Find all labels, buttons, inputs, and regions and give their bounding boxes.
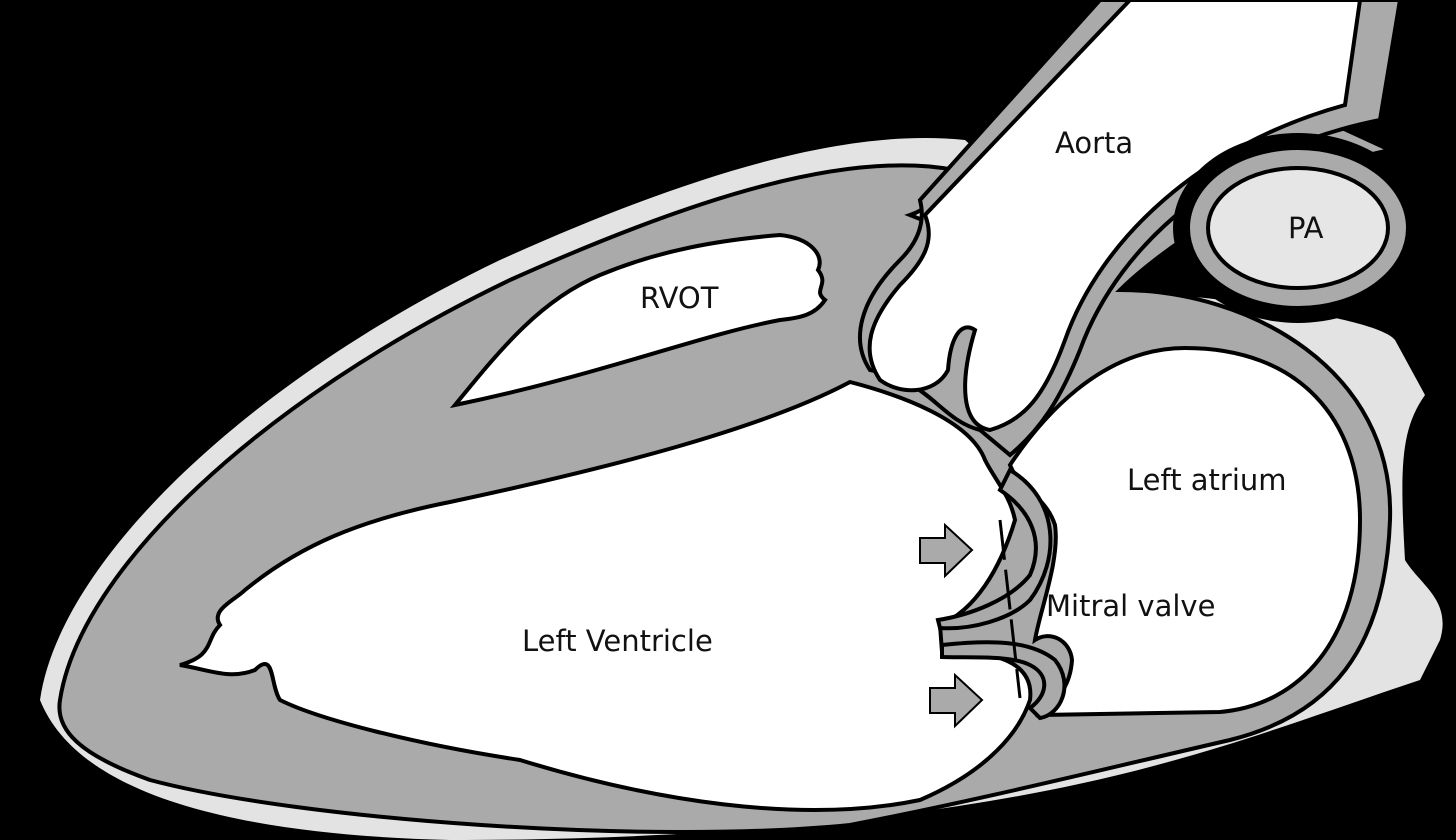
label-left-atrium: Left atrium [1127,463,1287,497]
label-left-ventricle: Left Ventricle [522,624,713,658]
mitral-annulus-dashed-line [998,519,1022,699]
mitral-anterior-leaflet [935,467,1053,631]
left-ventricle-cavity [179,379,1033,812]
flow-arrow-icon [929,672,984,729]
label-aorta: Aorta [1055,126,1133,160]
mitral-posterior-leaflet [940,640,1067,721]
aorta-lumen [867,0,1363,433]
pa-lumen [1206,166,1390,290]
label-pa: PA [1288,211,1324,245]
label-rvot: RVOT [640,281,719,315]
label-mitral-valve: Mitral valve [1046,589,1215,623]
left-atrium-cavity [1007,345,1363,718]
rvot-cavity [449,232,828,409]
flow-arrow-icon [919,522,974,579]
